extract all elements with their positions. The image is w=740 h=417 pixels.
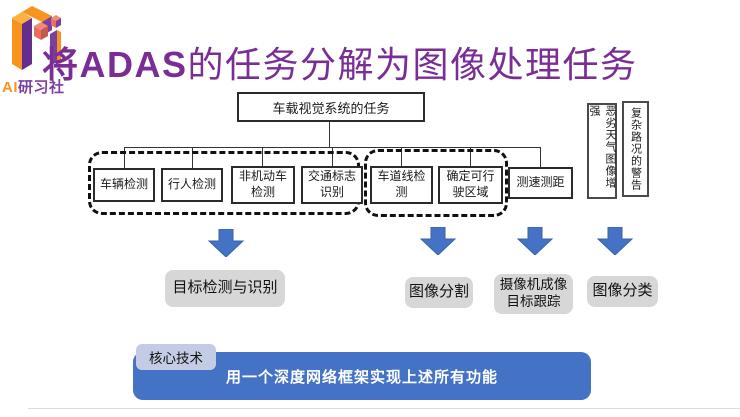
node-complex-road-warning: 复杂路况的警告 bbox=[622, 101, 649, 197]
down-arrow-icon bbox=[420, 227, 456, 255]
node-traffic-sign-recognition: 交通标志 识别 bbox=[301, 166, 363, 204]
group-segmentation-tasks bbox=[364, 149, 508, 217]
node-pedestrian-detection: 行人检测 bbox=[161, 168, 223, 202]
category-object-detection-recognition: 目标检测与识别 bbox=[165, 270, 285, 307]
brand-name: AI研习社 bbox=[2, 76, 65, 97]
node-speed-distance: 测速测距 bbox=[508, 167, 573, 199]
connector-trunk bbox=[329, 122, 330, 147]
brand-name-rest: 研习社 bbox=[18, 79, 65, 96]
down-arrow-icon bbox=[517, 227, 553, 255]
category-image-segmentation: 图像分割 bbox=[405, 277, 473, 308]
page-title-prefix: 将ADAS bbox=[42, 44, 188, 85]
core-technology-tag: 核心技术 bbox=[136, 344, 216, 370]
connector-stub bbox=[332, 147, 333, 166]
connector-stub bbox=[124, 147, 125, 168]
node-nonmotor-detection: 非机动车 检测 bbox=[231, 166, 295, 204]
node-vision-system-tasks: 车载视觉系统的任务 bbox=[237, 92, 425, 122]
page-title: 将ADAS的任务分解为图像处理任务 bbox=[42, 36, 638, 88]
page-title-rest: 的任务分解为图像处理任务 bbox=[187, 44, 638, 85]
category-image-classification: 图像分类 bbox=[587, 276, 658, 307]
connector-stub bbox=[192, 147, 193, 168]
connector-stub bbox=[540, 147, 541, 167]
ai-yanxishe-logo-icon bbox=[12, 6, 61, 70]
category-camera-target-tracking: 摄像机成像 目标跟踪 bbox=[494, 274, 573, 314]
down-arrow-icon bbox=[597, 227, 633, 255]
connector-stub bbox=[262, 147, 263, 166]
connector-stub bbox=[470, 147, 471, 166]
node-drivable-area: 确定可行 驶区域 bbox=[438, 166, 503, 204]
brand-name-ai: AI bbox=[2, 79, 18, 96]
node-lane-detection: 车道线检 测 bbox=[370, 166, 433, 204]
node-bad-weather-enhancement: 恶劣天气图像增强 bbox=[587, 103, 617, 199]
node-vehicle-detection: 车辆检测 bbox=[93, 168, 155, 202]
down-arrow-icon bbox=[208, 229, 244, 257]
connector-stub bbox=[401, 147, 402, 166]
slide-bottom-divider bbox=[28, 408, 740, 409]
